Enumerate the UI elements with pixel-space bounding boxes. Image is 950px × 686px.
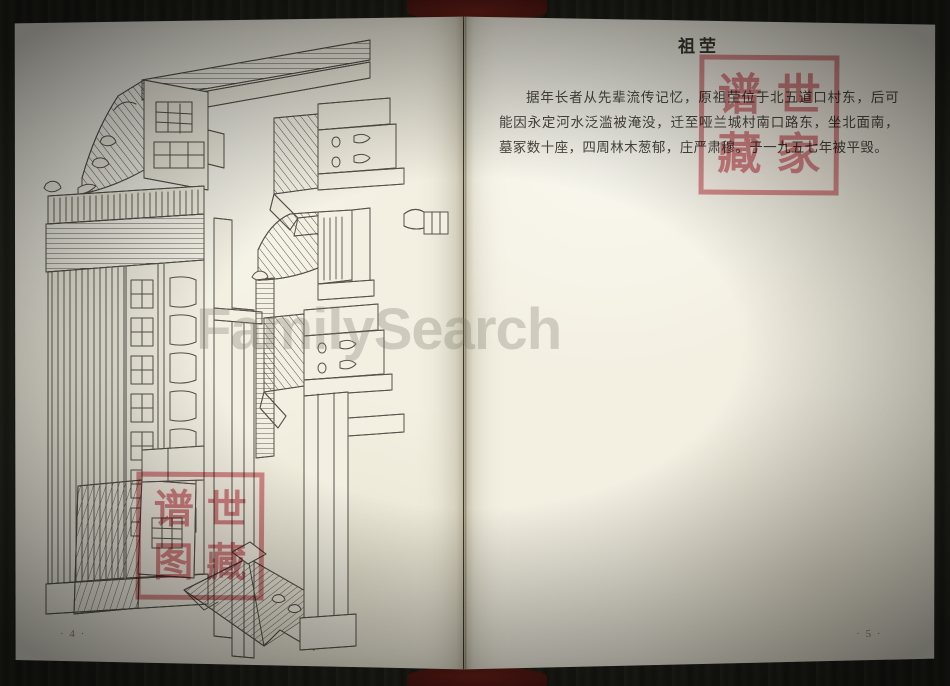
screenshot-viewport: 谱 世 图 藏 · 4 · 祖茔 据年长者从先辈流传记忆，原祖茔位于北五道口村东… <box>0 0 950 686</box>
image-vignette <box>0 0 950 686</box>
